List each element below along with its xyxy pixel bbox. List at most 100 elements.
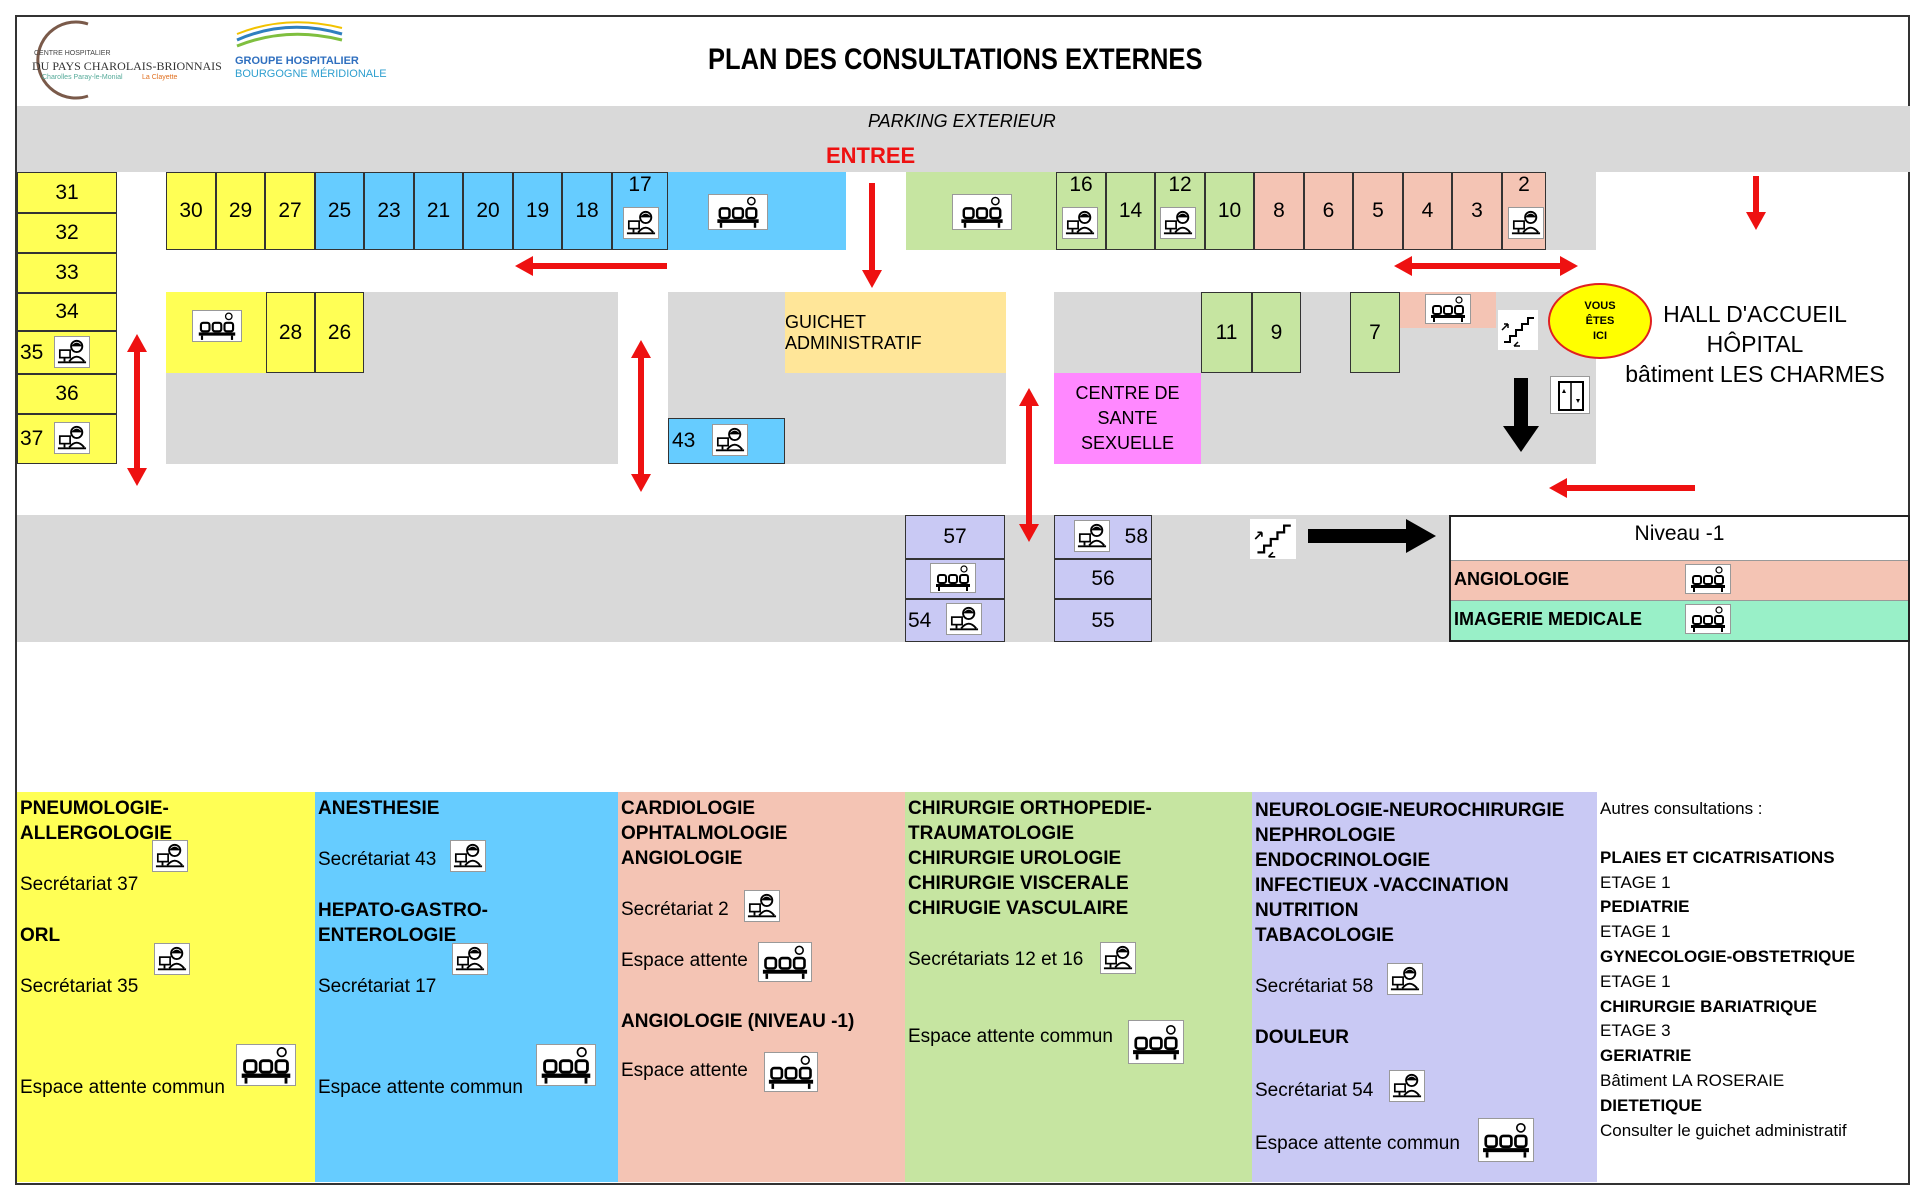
- vous-line3: ICI: [1592, 329, 1608, 342]
- waiting-room-icon: [952, 194, 1012, 230]
- room-19[interactable]: 19: [513, 172, 562, 250]
- room-30[interactable]: 30: [166, 172, 216, 250]
- secretariat-icon: [1160, 207, 1196, 239]
- legend-title: CHIRURGIE ORTHOPEDIE-: [908, 798, 1152, 819]
- room-26[interactable]: 26: [315, 292, 364, 373]
- legend-autres-item: DIETETIQUE: [1600, 1095, 1703, 1115]
- legend-autres-location: ETAGE 1: [1600, 922, 1671, 942]
- niveau-row-angiologie[interactable]: ANGIOLOGIE: [1451, 560, 1908, 600]
- waiting-room-icon: [764, 1052, 818, 1092]
- room-8[interactable]: 8: [1254, 172, 1304, 250]
- legend-pneumologie: PNEUMOLOGIE-ALLERGOLOGIE Secrétariat 37 …: [17, 792, 315, 1182]
- room-23[interactable]: 23: [364, 172, 414, 250]
- red-arrow-icon: [127, 176, 1766, 553]
- legend-autres-item: CHIRURGIE BARIATRIQUE: [1600, 996, 1817, 1016]
- secretariat-icon: [1387, 963, 1423, 995]
- legend-title: NEPHROLOGIE: [1255, 825, 1396, 846]
- waiting-room-icon: [1478, 1118, 1534, 1162]
- legend-title: CARDIOLOGIE: [621, 798, 756, 819]
- secretariat-icon: [1100, 942, 1136, 974]
- legend-title: ANGIOLOGIE (NIVEAU -1): [621, 1011, 855, 1032]
- waiting-room-icon: [1685, 564, 1731, 594]
- legend-autres-location: ETAGE 1: [1600, 872, 1671, 892]
- entree-label: ENTREE: [826, 143, 916, 168]
- hall-accueil-label: HALL D'ACCUEIL HÔPITAL bâtiment LES CHAR…: [1620, 299, 1890, 389]
- room-17-label: 17: [628, 173, 652, 196]
- legend-secretariat: Secrétariat 35: [20, 976, 139, 997]
- room-7[interactable]: 7: [1350, 292, 1400, 373]
- logo-sub-text: Charolles Paray-le-Monial: [42, 74, 123, 81]
- secretariat-icon: [1062, 207, 1098, 239]
- room-10[interactable]: 10: [1205, 172, 1254, 250]
- waiting-room-icon: [536, 1044, 596, 1086]
- logo-main-text: DU PAYS CHAROLAIS-BRIONNAIS: [32, 59, 222, 73]
- legend-title: CHIRURGIE UROLOGIE: [908, 848, 1122, 869]
- room-36[interactable]: 36: [17, 374, 117, 414]
- room-14[interactable]: 14: [1106, 172, 1155, 250]
- secretariat-icon: [1389, 1070, 1425, 1102]
- niveau-row-imagerie[interactable]: IMAGERIE MEDICALE: [1451, 600, 1908, 640]
- room-33[interactable]: 33: [17, 253, 117, 293]
- room-32[interactable]: 32: [17, 213, 117, 253]
- secretariat-icon: [946, 603, 982, 635]
- room-18[interactable]: 18: [562, 172, 612, 250]
- room-31[interactable]: 31: [17, 172, 117, 213]
- room-57[interactable]: 57: [905, 515, 1005, 559]
- room-29[interactable]: 29: [216, 172, 265, 250]
- logo2-line2: BOURGOGNE MÉRIDIONALE: [235, 68, 387, 80]
- room-20[interactable]: 20: [463, 172, 513, 250]
- legend-title: CHIRURGIE VISCERALE: [908, 873, 1129, 894]
- vous-line2: ÊTES: [1585, 314, 1615, 327]
- waiting-room-icon: [1425, 294, 1471, 324]
- centre-sante-sexuelle[interactable]: CENTRE DE SANTE SEXUELLE: [1054, 373, 1201, 464]
- room-11[interactable]: 11: [1201, 292, 1252, 373]
- legend-autres-item: PLAIES ET CICATRISATIONS: [1600, 847, 1835, 867]
- sante-line3: SEXUELLE: [1080, 433, 1175, 453]
- room-37-label: 37: [20, 427, 44, 450]
- room-4[interactable]: 4: [1403, 172, 1452, 250]
- secretariat-icon: [452, 943, 488, 975]
- legend-title: ORL: [20, 925, 61, 946]
- room-34[interactable]: 34: [17, 293, 117, 331]
- secretariat-icon: [1508, 207, 1544, 239]
- secretariat-icon: [1074, 520, 1110, 552]
- legend-secretariat: Secrétariat 37: [20, 874, 139, 895]
- room-28[interactable]: 28: [266, 292, 315, 373]
- legend-waiting: Espace attente commun: [20, 1077, 225, 1098]
- legend-autres-location: Bâtiment LA ROSERAIE: [1600, 1070, 1785, 1090]
- corridor-top-right: [1546, 172, 1596, 250]
- room-5[interactable]: 5: [1353, 172, 1403, 250]
- logo-groupe-hospitalier: GROUPE HOSPITALIER BOURGOGNE MÉRIDIONALE: [232, 20, 392, 80]
- room-25[interactable]: 25: [315, 172, 364, 250]
- legend-title: ANESTHESIE: [318, 798, 440, 819]
- legend-title: TRAUMATOLOGIE: [908, 823, 1075, 844]
- logo-small-text: CENTRE HOSPITALIER: [34, 50, 111, 57]
- hall-line3: bâtiment LES CHARMES: [1625, 361, 1885, 387]
- guichet-administratif[interactable]: GUICHET ADMINISTRATIF: [785, 292, 1006, 373]
- room-43-label: 43: [672, 429, 696, 452]
- room-27[interactable]: 27: [265, 172, 315, 250]
- room-56[interactable]: 56: [1054, 559, 1152, 599]
- parking-label: PARKING EXTERIEUR: [868, 111, 1056, 131]
- imagerie-label: IMAGERIE MEDICALE: [1454, 609, 1643, 629]
- room-3[interactable]: 3: [1452, 172, 1502, 250]
- secretariat-icon: [54, 336, 90, 368]
- legend-secretariat: Secrétariat 17: [318, 976, 437, 997]
- legend-autres-location: Consulter le guichet administratif: [1600, 1120, 1847, 1140]
- legend-waiting: Espace attente: [621, 950, 748, 971]
- stairs-icon: [1250, 519, 1296, 559]
- legend-cardiologie: CARDIOLOGIE OPHTALMOLOGIE ANGIOLOGIE Sec…: [618, 792, 905, 1182]
- waiting-room-icon: [930, 563, 976, 593]
- room-58-label: 58: [1124, 525, 1148, 548]
- room-9[interactable]: 9: [1252, 292, 1301, 373]
- room-6[interactable]: 6: [1304, 172, 1353, 250]
- secretariat-icon: [54, 422, 90, 454]
- legend-secretariat: Secrétariats 12 et 16: [908, 949, 1084, 970]
- vous-etes-ici-marker: VOUS ÊTES ICI: [1548, 283, 1652, 359]
- room-55[interactable]: 55: [1054, 599, 1152, 642]
- legend-title: ENDOCRINOLOGIE: [1255, 850, 1431, 871]
- secretariat-icon: [712, 424, 748, 456]
- legend-waiting: Espace attente commun: [318, 1077, 523, 1098]
- sante-line1: CENTRE DE: [1075, 383, 1180, 403]
- room-21[interactable]: 21: [414, 172, 463, 250]
